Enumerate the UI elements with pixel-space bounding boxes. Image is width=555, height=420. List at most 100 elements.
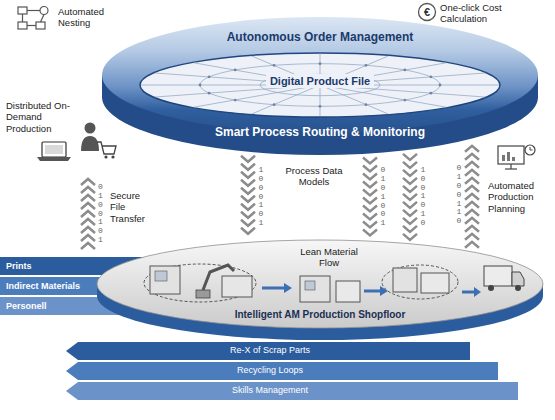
mesh-dot: [403, 99, 406, 102]
input-band: Indirect Materials: [0, 277, 170, 295]
ring-hole: [140, 53, 500, 117]
mesh-line: [193, 85, 320, 107]
disk-title: Intelligent AM Production Shopfloor: [235, 309, 406, 320]
binary-digits: 0101001: [381, 166, 386, 228]
mesh-dot: [234, 99, 237, 102]
text-holder: 1000101: [259, 166, 264, 228]
text-holder: Re-X of Scrap Parts: [230, 346, 310, 356]
chevron: [241, 212, 255, 218]
chevron: [241, 220, 255, 226]
feature-label: One-click Cost Calculation: [440, 2, 540, 25]
chevron: [363, 165, 377, 171]
chevron: [465, 242, 479, 248]
band-text: Personell: [0, 297, 170, 315]
text-holder: Secure File Transfer: [110, 190, 154, 224]
chevron: [363, 157, 377, 163]
chevron: [241, 196, 255, 202]
mesh-line: [320, 85, 321, 117]
user-cart-icon: [81, 123, 116, 159]
mesh-dot: [429, 75, 432, 78]
mesh-dot: [403, 69, 406, 72]
loop-arrow: Re-X of Scrap Parts: [66, 342, 470, 360]
chevron: [241, 204, 255, 210]
mesh-dot: [365, 64, 368, 67]
product-file: Digital Product File: [266, 74, 374, 88]
chevron: [403, 154, 417, 160]
mesh-dot: [319, 105, 322, 108]
chevron: [465, 226, 479, 232]
shopfloor-machines: [144, 264, 524, 302]
feature-label: Lean Material Flow: [296, 246, 362, 269]
input-band: Prints: [0, 257, 170, 275]
transfer-chevrons: [81, 179, 95, 249]
feature-label: Automated Nesting: [58, 6, 120, 29]
mesh-dot: [439, 84, 442, 87]
chevron: [403, 234, 417, 240]
laptop-icon: [37, 142, 71, 161]
chevron: [465, 218, 479, 224]
text-holder: 0100110: [457, 164, 462, 226]
data-flow-arrow: [403, 154, 417, 240]
mesh-dot: [208, 75, 211, 78]
chevron: [241, 188, 255, 194]
chevron: [403, 218, 417, 224]
chevron: [363, 189, 377, 195]
feature-label: Secure File Transfer: [110, 190, 154, 224]
data-flow-arrow: [465, 146, 479, 248]
text-holder: 1001010: [421, 166, 426, 228]
input-band: Personell: [0, 297, 170, 315]
chevron: [363, 197, 377, 203]
loop-arrow: Skills Management: [66, 382, 518, 400]
data-flow-arrow: [363, 157, 377, 235]
chevron: [241, 156, 255, 162]
chevron: [465, 202, 479, 208]
ring-title: Autonomous Order Management: [227, 30, 414, 44]
text-holder: Distributed On-Demand Production: [6, 100, 74, 134]
chevron: [465, 162, 479, 168]
band-text: Indirect Materials: [0, 277, 170, 295]
chevron: [465, 178, 479, 184]
chevron: [403, 194, 417, 200]
chevron: [241, 164, 255, 170]
feature-label: Process Data Models: [270, 165, 358, 188]
text-holder: €: [424, 7, 430, 18]
chevron: [403, 210, 417, 216]
arrow-body: [66, 342, 470, 360]
chevron: [465, 146, 479, 152]
text-holder: 0101001: [381, 166, 386, 228]
binary-digits: 1001010: [421, 166, 426, 228]
text-holder: Autonomous Order Management: [227, 30, 414, 44]
text-holder: Process Data Models: [270, 165, 358, 188]
loop-arrow: Recycling Loops: [66, 362, 498, 380]
chevron: [363, 181, 377, 187]
binary-digits: 0100110: [457, 164, 462, 226]
currency-symbol: €: [424, 7, 430, 18]
binary-digits: 0100101: [98, 183, 103, 245]
text-holder: Automated Production Planning: [488, 180, 548, 214]
chevron: [363, 173, 377, 179]
mesh-dot: [208, 92, 211, 95]
arrow-body: [66, 382, 518, 400]
data-flow-arrow: [241, 156, 255, 234]
band-text: Prints: [0, 257, 170, 275]
chevron: [241, 172, 255, 178]
ring-top: [102, 17, 538, 133]
mesh-dot: [365, 103, 368, 106]
arrow-text: Recycling Loops: [237, 366, 303, 376]
feature-label: Automated Production Planning: [488, 180, 548, 214]
currency-icon: [419, 4, 436, 21]
text-holder: One-click Cost Calculation: [440, 2, 540, 25]
text-holder: Recycling Loops: [237, 366, 303, 376]
arrow-text: Skills Management: [232, 386, 308, 396]
binary-digits: 1000101: [259, 166, 264, 228]
arrow-text: Re-X of Scrap Parts: [230, 346, 310, 356]
chevron: [363, 229, 377, 235]
planning-icon: [498, 145, 535, 169]
text-holder: Lean Material Flow: [296, 246, 362, 269]
mesh-line: [320, 85, 389, 114]
mesh-line: [320, 85, 447, 107]
nesting-icon: [18, 7, 48, 30]
arrow-body: [66, 362, 498, 380]
